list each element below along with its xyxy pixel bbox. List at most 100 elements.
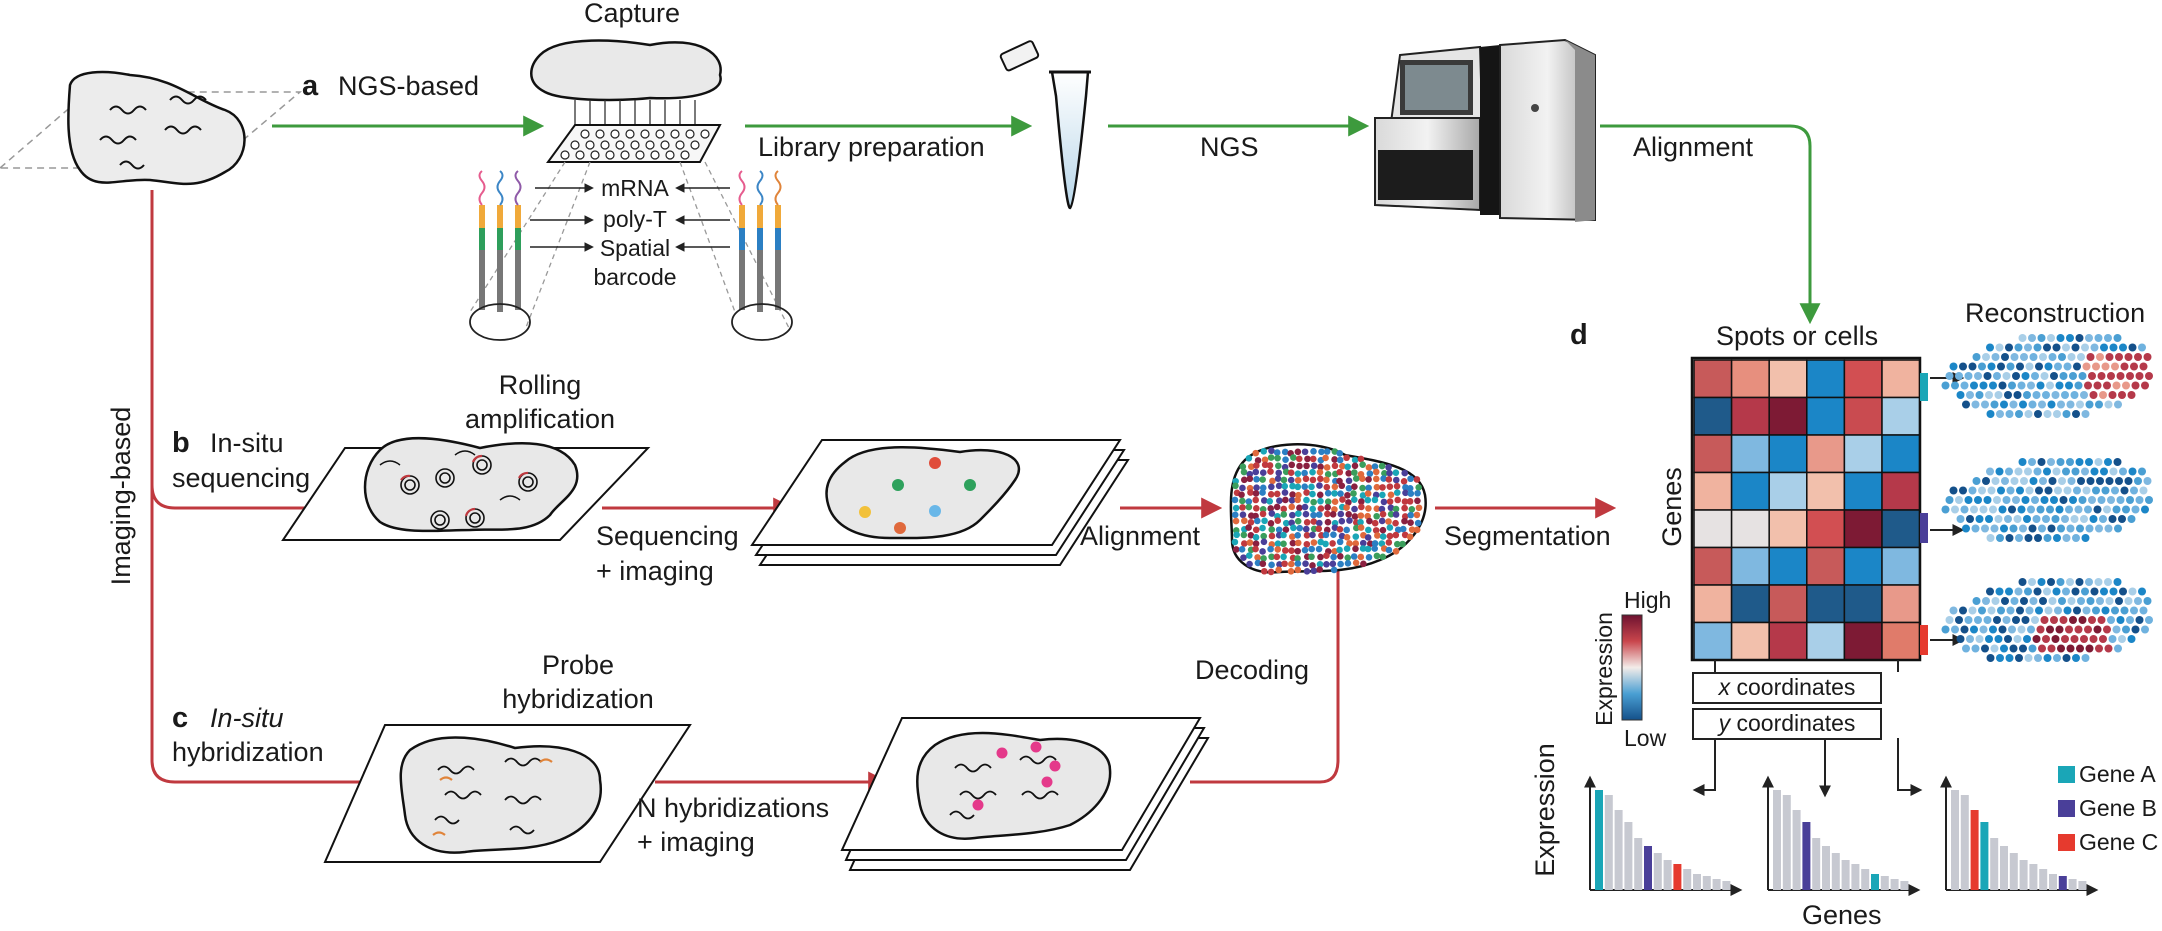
recon-dot	[1956, 391, 1965, 399]
sequencer	[1374, 38, 1596, 222]
recon-dot	[1959, 486, 1967, 495]
recon-dot	[2109, 467, 2118, 476]
aligned-dot	[1414, 519, 1422, 527]
bar	[1712, 879, 1721, 890]
recon-dot	[2013, 515, 2022, 523]
recon-dot	[2013, 391, 2022, 399]
aligned-dot	[1288, 503, 1296, 511]
label-in-situ-c: In-situ	[210, 703, 284, 733]
recon-dot	[2143, 353, 2152, 361]
label-spots-or-cells: Spots or cells	[1716, 321, 1879, 351]
legend-swatch-a	[2058, 766, 2075, 783]
recon-dot	[2001, 477, 2009, 485]
label-capture: Capture	[584, 0, 681, 28]
label-imaging-based: Imaging-based	[106, 406, 136, 586]
aligned-dot	[1296, 524, 1304, 532]
label-expression-scale: Expression	[1591, 612, 1617, 726]
recon-dot	[2099, 515, 2107, 523]
recon-dot	[1987, 606, 1996, 615]
recon-dot	[2095, 644, 2103, 653]
aligned-dot	[1246, 560, 1253, 568]
aligned-dot	[1379, 526, 1387, 534]
aligned-dot	[1274, 517, 1282, 525]
aligned-dot	[1304, 455, 1311, 463]
recon-dot	[1993, 496, 2001, 504]
recon-dot	[2031, 496, 2039, 504]
aligned-dot	[1294, 448, 1302, 456]
recon-dot	[1982, 353, 1990, 361]
recon-dot	[1972, 477, 1981, 485]
recon-dot	[1951, 625, 1959, 634]
aligned-dot	[1240, 540, 1248, 547]
aligned-dot	[1268, 526, 1276, 533]
aligned-dot	[1238, 491, 1245, 499]
recon-dot	[2063, 606, 2072, 615]
recon-dot	[2014, 467, 2023, 476]
aligned-dot	[1351, 456, 1359, 464]
aligned-dot	[1317, 497, 1324, 505]
aligned-dot	[1379, 510, 1387, 518]
aligned-dot	[1407, 490, 1415, 497]
recon-dot	[2067, 597, 2076, 605]
heatmap-cell	[1693, 621, 1733, 661]
aligned-dot	[1344, 560, 1352, 567]
aligned-dot	[1268, 553, 1275, 561]
recon-dot	[2054, 606, 2062, 615]
aligned-dot	[1351, 469, 1358, 476]
slide-rolling	[281, 437, 651, 541]
aligned-dot	[1316, 566, 1323, 573]
recon-dot	[1985, 391, 1993, 399]
aligned-dot	[1315, 545, 1323, 553]
heatmap-cell	[1881, 584, 1921, 624]
bar	[2029, 864, 2038, 890]
recon-dot	[2066, 400, 2075, 409]
recon-dot	[2027, 505, 2035, 514]
recon-dot	[2055, 381, 2064, 390]
aligned-dot	[1274, 454, 1281, 462]
aligned-dot	[1268, 510, 1276, 517]
aligned-dot	[1359, 545, 1367, 552]
recon-dot	[2028, 458, 2036, 466]
aligned-dot	[1350, 553, 1358, 560]
recon-dot	[2032, 515, 2041, 523]
heatmap-cell	[1693, 471, 1733, 511]
aligned-dot	[1294, 532, 1302, 539]
recon-dot	[2145, 496, 2153, 504]
recon-dot	[2066, 524, 2075, 533]
recon-dot	[2012, 372, 2020, 380]
recon-dot	[1975, 515, 1984, 523]
legend-label-a: Gene A	[2079, 761, 2156, 787]
recon-dot	[2104, 458, 2112, 466]
aligned-dot	[1233, 531, 1240, 539]
aligned-dot	[1288, 533, 1296, 540]
aligned-dot	[1351, 462, 1359, 470]
heatmap-cell	[1768, 509, 1808, 549]
aligned-dot	[1253, 475, 1260, 483]
aligned-dot	[1385, 476, 1393, 483]
recon-dot	[2130, 606, 2138, 615]
aligned-dot	[1268, 447, 1275, 455]
recon-dot	[2039, 597, 2047, 605]
label-probe-hybridization: hybridization	[502, 684, 654, 714]
recon-dot	[2024, 343, 2032, 352]
x-coordinates-box: x coordinates	[1692, 672, 1882, 704]
aligned-dot	[1379, 553, 1387, 561]
aligned-dot	[1310, 511, 1317, 519]
imaging-arrows	[150, 190, 1617, 793]
recon-dot	[2054, 486, 2062, 495]
recon-dot	[2072, 654, 2080, 662]
aligned-tissue	[1229, 443, 1427, 576]
recon-dot	[2145, 616, 2153, 624]
label-alignment-mid: Alignment	[1080, 521, 1201, 551]
bar	[1802, 822, 1811, 890]
recon-dot	[1971, 644, 1980, 653]
heatmap-cell	[1843, 471, 1883, 511]
aligned-dot	[1310, 448, 1317, 455]
bar	[1663, 860, 1672, 890]
aligned-dot	[1385, 539, 1393, 546]
aligned-dot	[1385, 546, 1393, 554]
recon-dot	[2001, 353, 2009, 361]
recon-dot	[2111, 486, 2119, 495]
recon-dot	[2044, 486, 2053, 495]
recon-dot	[1974, 616, 1982, 624]
